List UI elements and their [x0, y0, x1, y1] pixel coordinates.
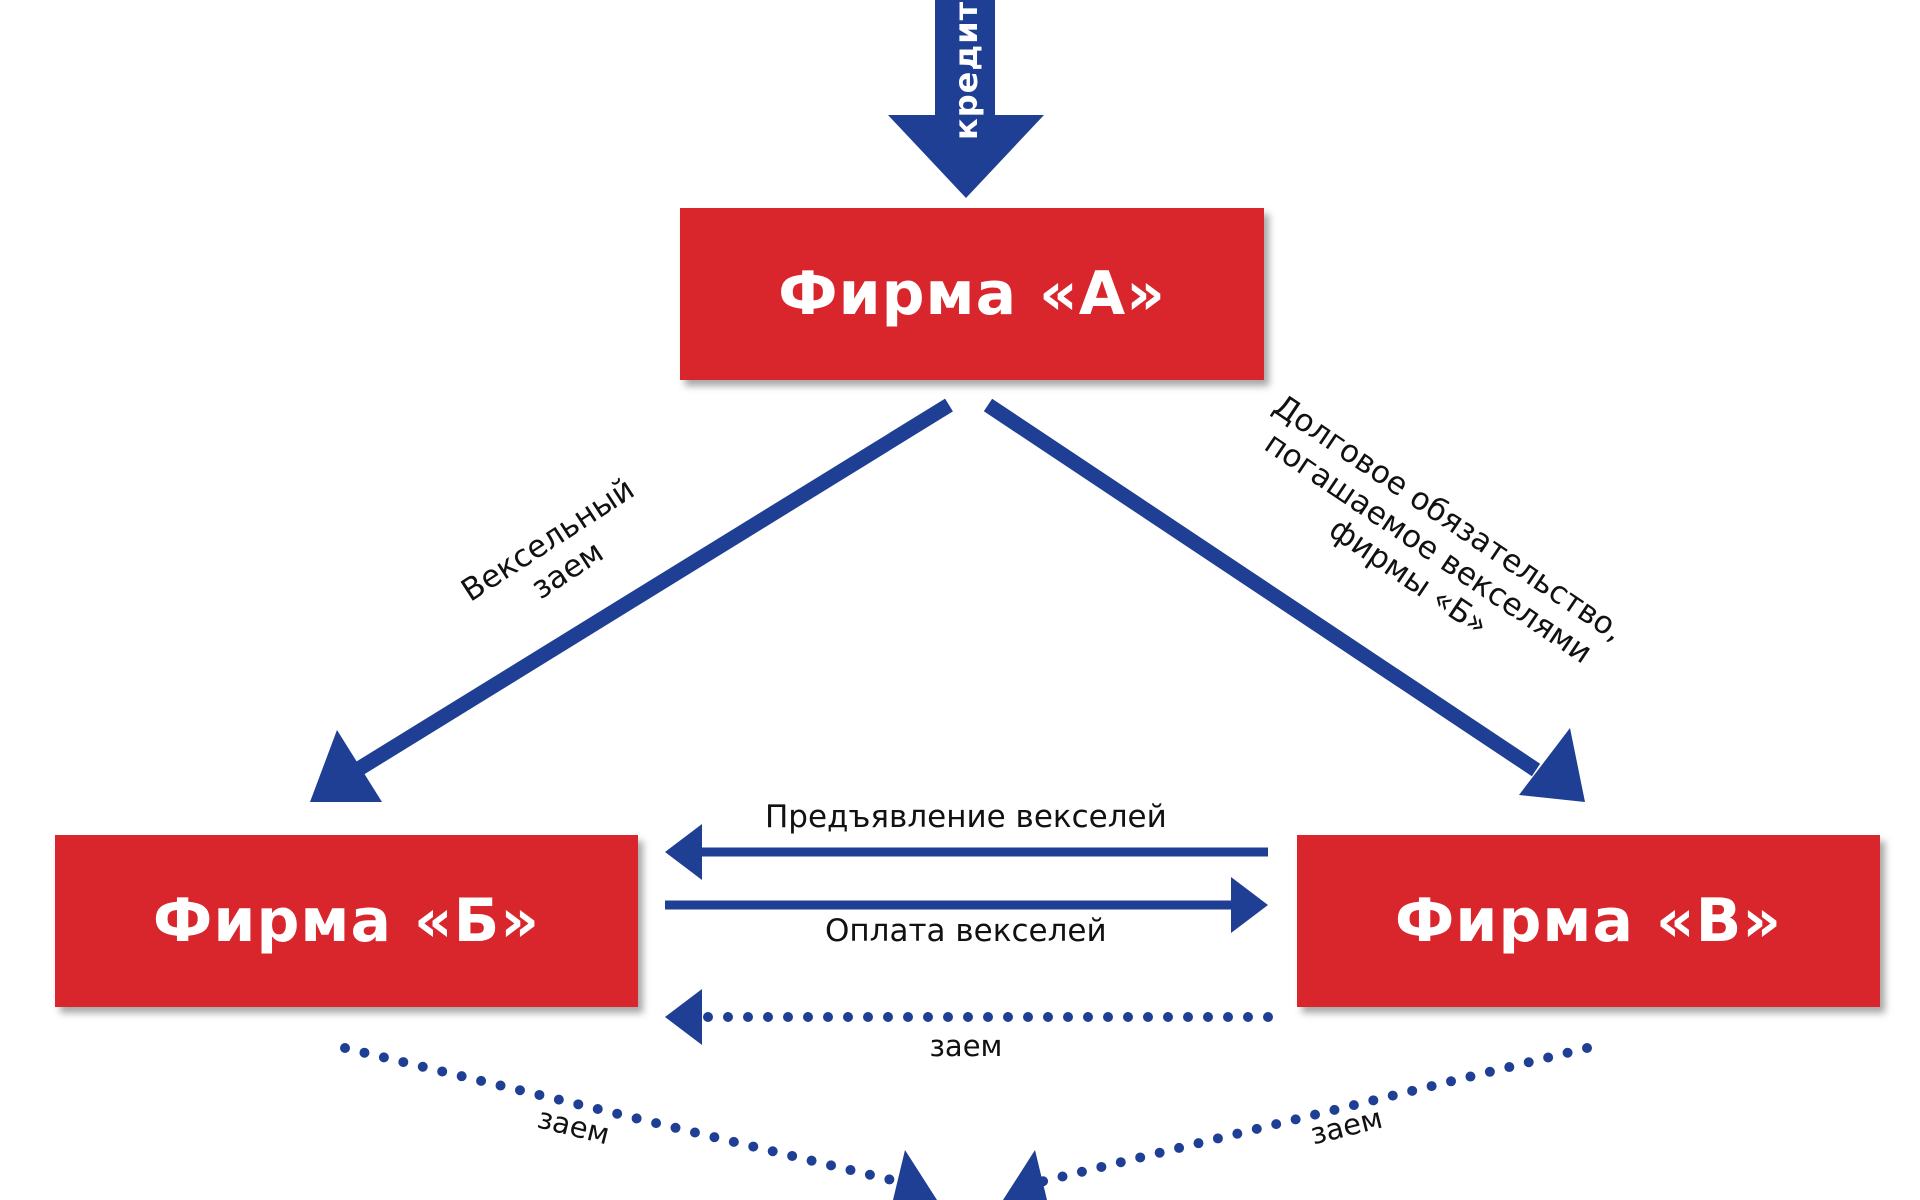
- incoming-arrow-label: кредит: [946, 0, 985, 140]
- incoming-arrow: [888, 0, 1044, 198]
- arrow-b-to-v-payment-label: Оплата векселей: [825, 913, 1107, 949]
- arrow-b-down-loan: [340, 1043, 937, 1200]
- firm-a-label: Фирма «А»: [778, 259, 1166, 329]
- arrow-a-to-b: [310, 398, 953, 802]
- arrow-v-to-b-bills-label: Предъявление векселей: [765, 799, 1167, 835]
- arrow-v-to-b-loan-label: заем: [929, 1028, 1003, 1063]
- firm-v-box: Фирма «В»: [1297, 835, 1880, 1007]
- firm-b-box: Фирма «Б»: [55, 835, 638, 1007]
- arrow-v-to-b-bills: [665, 824, 1268, 880]
- firm-a-box: Фирма «А»: [680, 208, 1264, 380]
- firm-v-label: Фирма «В»: [1394, 886, 1783, 956]
- arrow-b-to-v-payment: [665, 877, 1268, 933]
- arrow-v-down-loan: [1003, 1043, 1592, 1200]
- firm-b-label: Фирма «Б»: [152, 886, 541, 956]
- arrow-v-to-b-loan: [665, 989, 1273, 1045]
- arrow-a-to-v: [983, 398, 1585, 802]
